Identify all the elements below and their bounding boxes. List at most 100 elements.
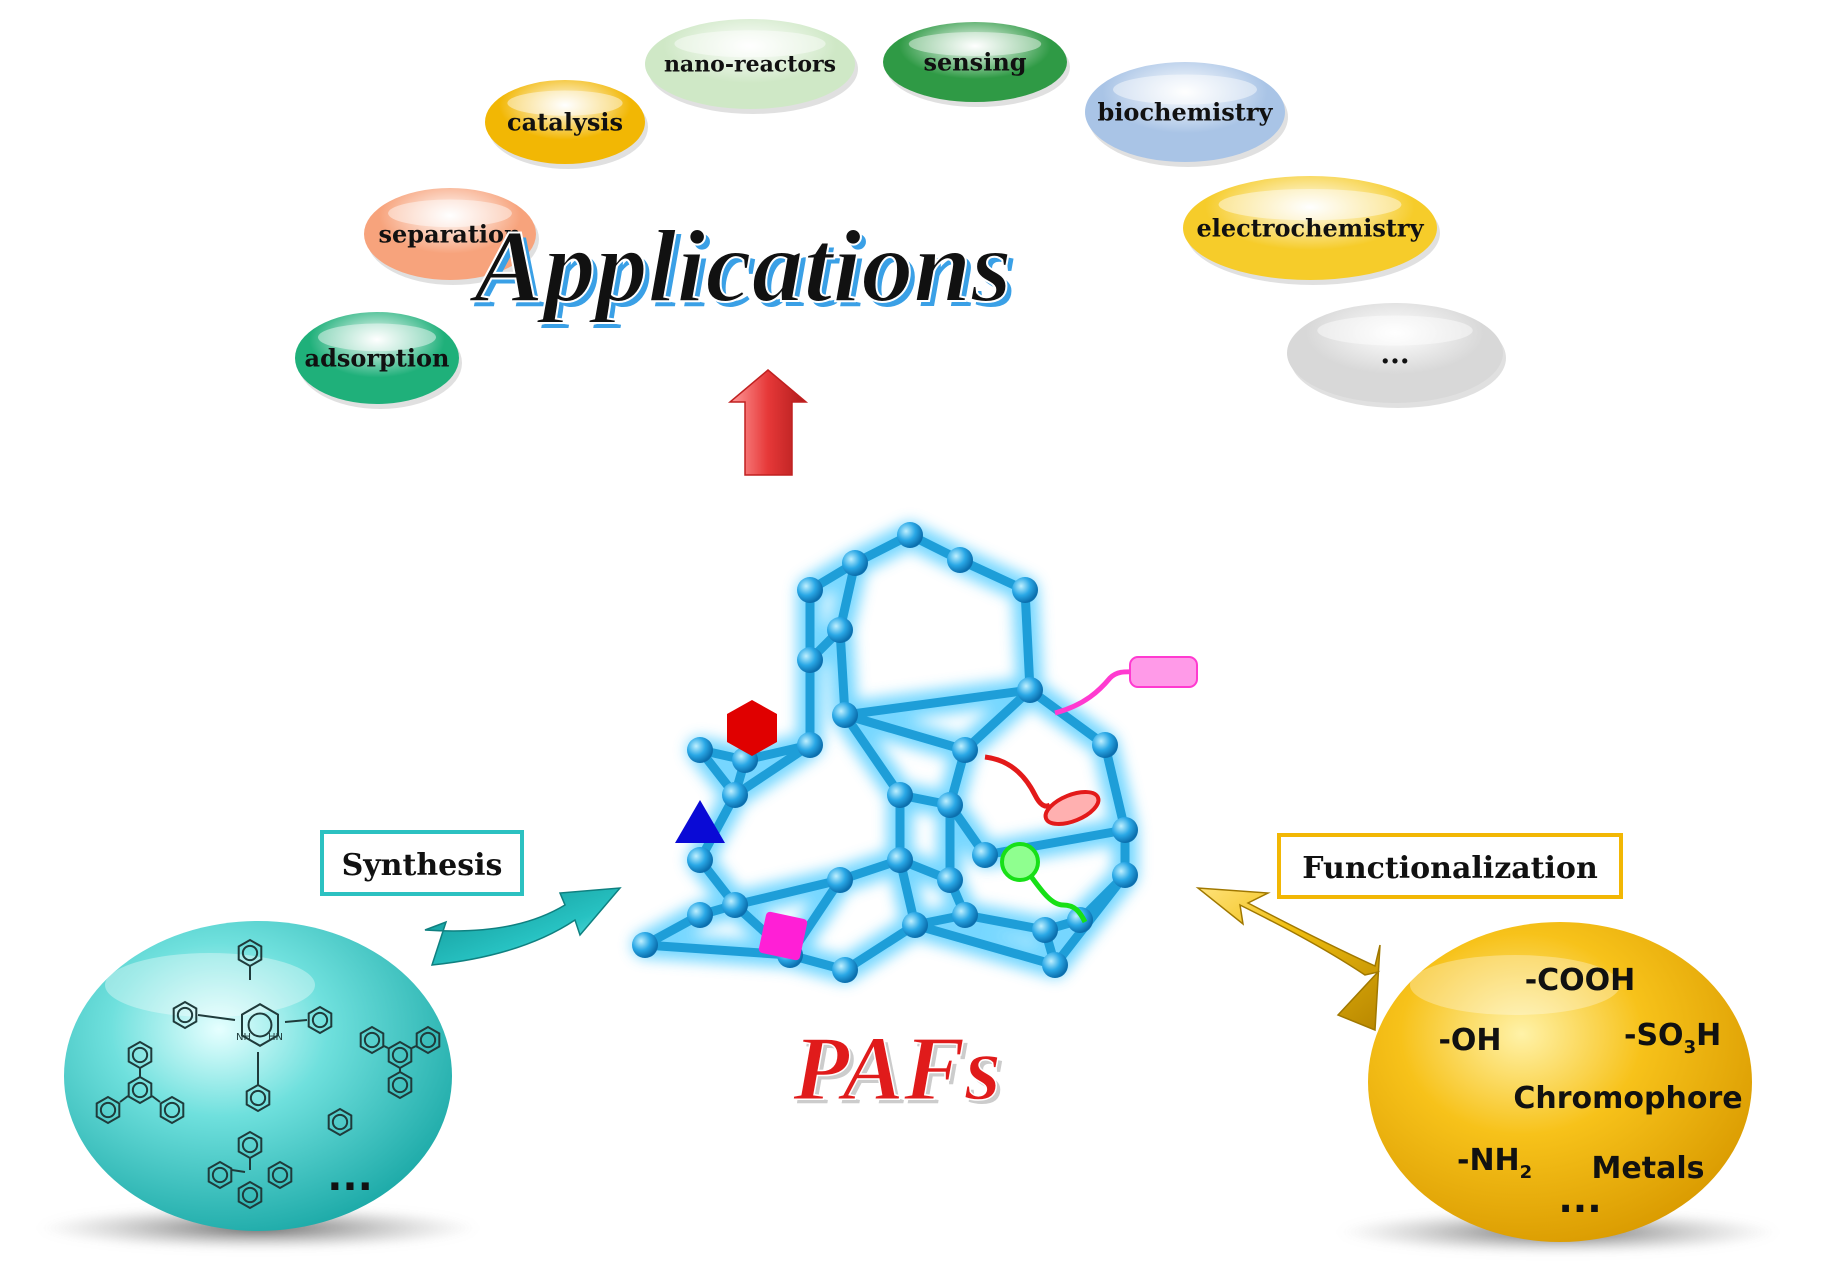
framework-node [897, 522, 923, 548]
benzene-ring-inner [131, 1046, 149, 1064]
paf-framework-structure [632, 522, 1138, 983]
framework-node [1112, 862, 1138, 888]
application-pill-nanoreactors: nano-reactors [645, 19, 858, 114]
framework-node [902, 912, 928, 938]
framework-node [827, 867, 853, 893]
applications-title-shadow: Applications [473, 214, 1016, 329]
pill-label: sensing [923, 47, 1026, 76]
benzene-ring-inner [311, 1011, 329, 1029]
monomer-bond [383, 1045, 389, 1049]
framework-bond [840, 710, 905, 800]
pill-label: biochemistry [1098, 97, 1274, 126]
benzene-ring [307, 1005, 333, 1035]
pill-shape [485, 80, 645, 164]
pill-label: electrochemistry [1196, 213, 1424, 242]
pill-shape [883, 22, 1067, 102]
up-arrow-icon [727, 369, 809, 476]
benzene-ring-inner [241, 944, 259, 962]
pill-shape [364, 188, 536, 280]
framework-node [832, 702, 858, 728]
application-pill-separation: separation [364, 188, 539, 285]
group-oh: -OH [1438, 1023, 1501, 1058]
applications-title: Applications [468, 209, 1011, 324]
benzene-ring [387, 1070, 413, 1100]
framework-bond [910, 920, 1060, 970]
framework-node [1092, 732, 1118, 758]
group-nh2: -NH2 [1457, 1143, 1532, 1183]
pink-pill-tag-icon [1054, 656, 1198, 716]
framework-bond [840, 920, 920, 975]
monomer-bond [231, 1169, 246, 1173]
red-oval-tag-icon [984, 754, 1101, 826]
benzene-ring-inner [131, 1081, 149, 1099]
framework-node [722, 782, 748, 808]
framework-bond [960, 685, 1035, 755]
framework-node [937, 792, 963, 818]
framework-node [1017, 677, 1043, 703]
framework-bond [960, 910, 1050, 935]
benzene-ring-inner [99, 1101, 117, 1119]
functional-groups: -COOH -OH -SO3H Chromophore -NH2 Metals … [1438, 963, 1742, 1221]
benzene-ring [245, 1083, 271, 1113]
benzene-ring-inner [241, 1136, 259, 1154]
framework-node [832, 957, 858, 983]
benzene-ring-inner [391, 1076, 409, 1094]
group-so3h: -SO3H [1624, 1018, 1721, 1058]
monomer-bond [151, 1095, 161, 1103]
benzene-ring [415, 1025, 441, 1055]
red-hexagon-icon [727, 700, 777, 756]
application-pill-electrochemistry: electrochemistry [1183, 176, 1440, 285]
group-ellipsis: ... [1558, 1177, 1601, 1221]
pill-shape [1287, 303, 1503, 403]
framework-node [797, 577, 823, 603]
benzene-ring [95, 1095, 121, 1125]
group-metals: Metals [1592, 1151, 1705, 1186]
framework-node [797, 732, 823, 758]
benzene-ring-inner [211, 1166, 229, 1184]
framework-node [1012, 577, 1038, 603]
benzene-ring [359, 1025, 385, 1055]
synthesis-label: Synthesis [342, 848, 503, 883]
pill-label: ... [1380, 337, 1409, 370]
framework-node [632, 932, 658, 958]
synthesis-box: Synthesis [320, 830, 524, 896]
functionalization-arrow-icon [1195, 887, 1381, 1032]
monomer-bond [119, 1095, 129, 1103]
benzene-ring-inner [331, 1113, 349, 1131]
framework-node [947, 547, 973, 573]
framework-node [1032, 917, 1058, 943]
monomer-bond [197, 1014, 236, 1021]
magenta-square-icon [758, 911, 808, 961]
benzene-ring-inner [163, 1101, 181, 1119]
framework-node [887, 782, 913, 808]
benzene-ring-inner [363, 1031, 381, 1049]
group-chromophore: Chromophore [1513, 1081, 1742, 1116]
pafs-label: PAFs [792, 1017, 1001, 1119]
green-ball-tag-icon [1000, 842, 1088, 924]
framework-bond [1100, 740, 1130, 835]
framework-node [952, 902, 978, 928]
synthesis-arrow-icon [424, 887, 622, 966]
framework-node [687, 847, 713, 873]
framework-node [687, 902, 713, 928]
framework-node [1112, 817, 1138, 843]
pafs-label-shadow: PAFs [796, 1021, 1005, 1123]
pill-label: separation [379, 219, 522, 248]
framework-node [1042, 952, 1068, 978]
framework-bond [840, 685, 1035, 720]
framework-node [972, 842, 998, 868]
functionalization-box: Functionalization [1277, 833, 1623, 899]
benzene-ring-inner [391, 1046, 409, 1064]
benzene-ring [172, 1000, 198, 1030]
functionalization-bubble [1368, 922, 1752, 1242]
benzene-ring-inner [271, 1166, 289, 1184]
blue-triangle-icon [675, 800, 725, 843]
benzene-ring [237, 1180, 263, 1210]
framework-bond [730, 740, 815, 800]
porphyrin-hn-label: HN [268, 1032, 283, 1043]
framework-bond [1020, 585, 1035, 695]
benzene-ring-inner [176, 1006, 194, 1024]
pill-label: catalysis [507, 107, 623, 136]
